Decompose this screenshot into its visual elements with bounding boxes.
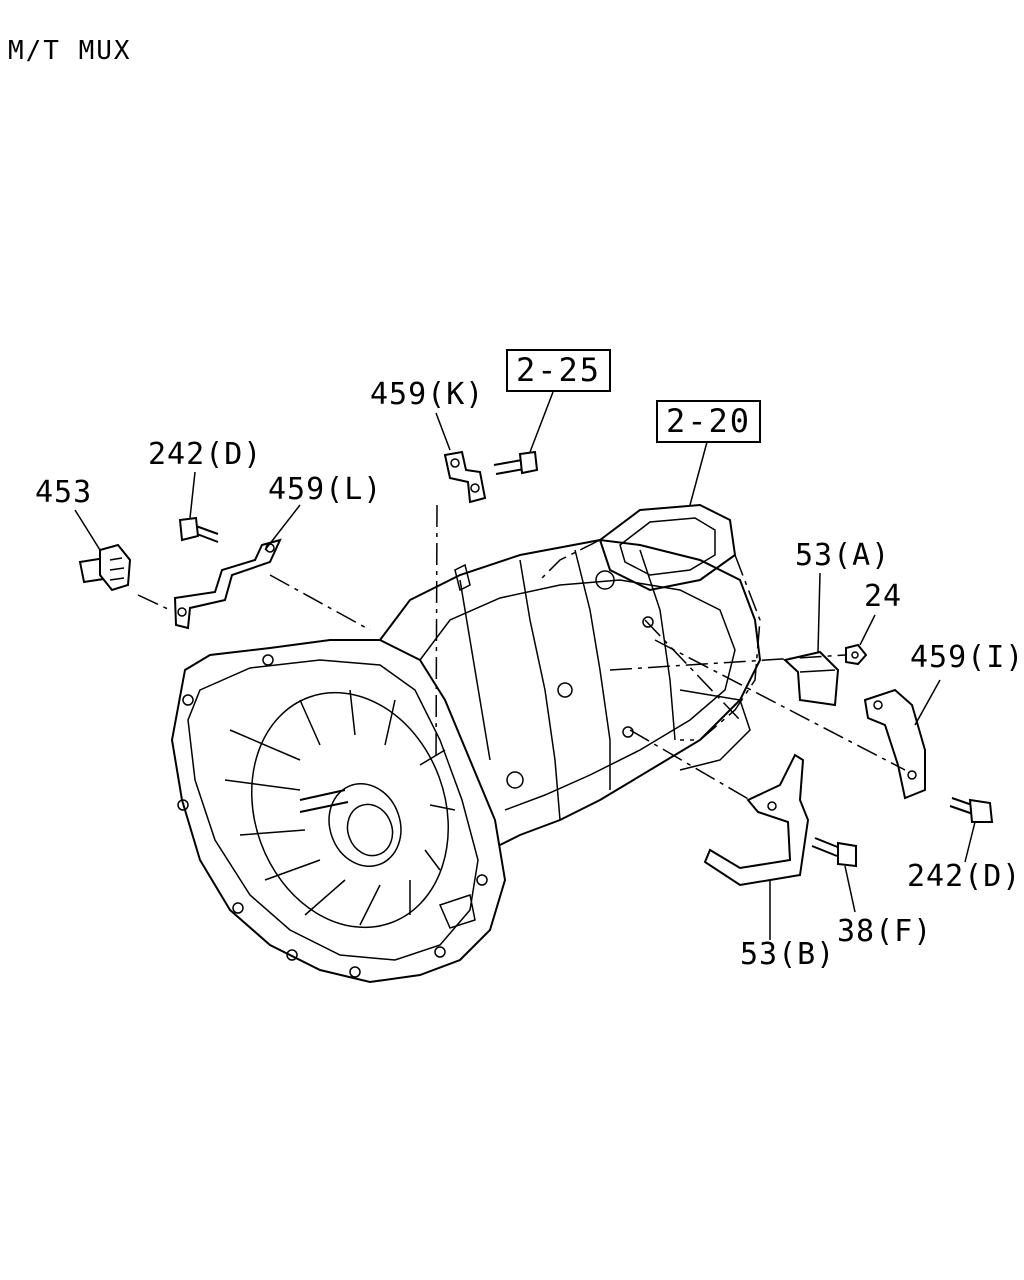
- part-2-25-bolt: [493, 450, 539, 475]
- part-459l-bracket: [173, 538, 282, 630]
- transmission-assembly: [170, 503, 762, 984]
- part-53b-bracket: [703, 753, 810, 887]
- callout-459l: 459(L): [268, 472, 383, 507]
- part-53a-plate: [782, 650, 840, 707]
- leader-lines: [74, 391, 976, 940]
- part-242d-bolt-right: [949, 797, 994, 823]
- callout-453: 453: [35, 475, 93, 510]
- reference-box-2-25: 2-25: [506, 349, 612, 393]
- part-242d-bolt-upper: [178, 516, 219, 543]
- part-24-nut: [845, 643, 868, 666]
- installation-lines: [137, 504, 906, 801]
- diagram-title: M/T MUX: [8, 36, 132, 66]
- callout-459i: 459(I): [910, 640, 1024, 675]
- callout-53b: 53(B): [740, 937, 836, 972]
- callout-242d-upper: 242(D): [148, 437, 263, 472]
- callout-459k: 459(K): [370, 377, 485, 412]
- callout-242d-right: 242(D): [907, 859, 1022, 894]
- callout-38f: 38(F): [837, 914, 933, 949]
- reference-box-2-20: 2-20: [656, 400, 762, 444]
- part-453-clip: [78, 543, 132, 592]
- part-459k-bracket: [443, 450, 487, 504]
- callout-24: 24: [864, 579, 903, 614]
- part-459i-bracket: [863, 688, 926, 800]
- callout-53a: 53(A): [795, 538, 891, 573]
- part-38f-bolt: [811, 837, 857, 868]
